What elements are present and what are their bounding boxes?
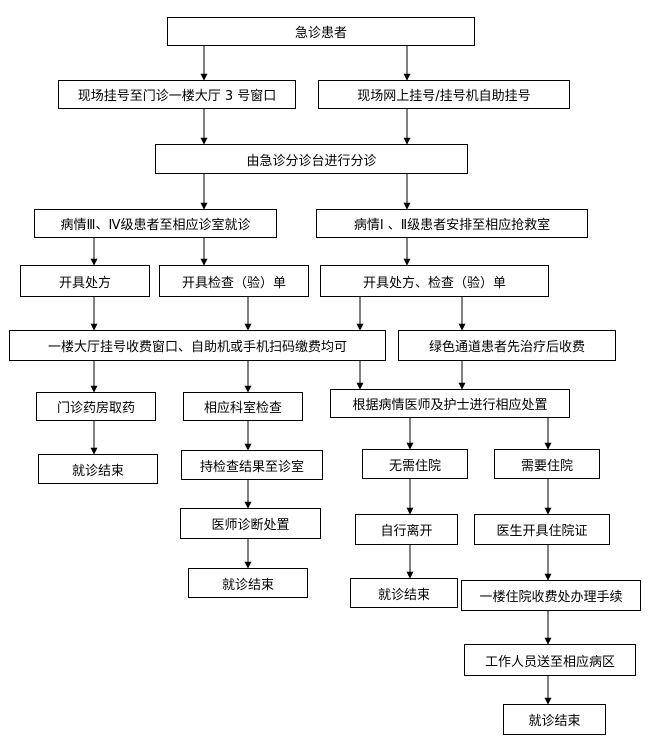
end-node-1: 就诊结束 — [38, 454, 158, 484]
end-node-2: 就诊结束 — [188, 568, 308, 598]
admission-procedure-node: 一楼住院收费处办理手续 — [461, 580, 641, 611]
grade-1-2-node: 病情Ⅰ 、Ⅱ级患者安排至相应抢救室 — [316, 209, 588, 238]
exam-order-node: 开具检查（验）单 — [159, 265, 309, 297]
return-results-node: 持检查结果至诊室 — [181, 450, 323, 480]
staff-transfer-node: 工作人员送至相应病区 — [464, 644, 636, 676]
prescribe-node: 开具处方 — [20, 265, 150, 297]
dept-exam-node: 相应科室检查 — [183, 392, 303, 421]
admission-cert-node: 医生开具住院证 — [474, 514, 610, 545]
prescribe-exam-node: 开具处方、检查（验）单 — [320, 265, 549, 297]
register-online-node: 现场网上挂号/挂号机自助挂号 — [318, 80, 570, 109]
diagnosis-node: 医师诊断处置 — [180, 508, 321, 539]
pharmacy-node: 门诊药房取药 — [36, 392, 156, 421]
no-admission-node: 无需住院 — [362, 449, 468, 479]
green-channel-node: 绿色通道患者先治疗后收费 — [398, 330, 616, 361]
start-node: 急诊患者 — [167, 17, 475, 46]
payment-node: 一楼大厅挂号收费窗口、自助机或手机扫码缴费均可 — [9, 330, 386, 361]
need-admission-node: 需要住院 — [494, 449, 600, 479]
end-node-3: 就诊结束 — [350, 578, 458, 608]
register-window-node: 现场挂号至门诊一楼大厅 3 号窗口 — [58, 80, 296, 109]
grade-3-4-node: 病情Ⅲ、Ⅳ级患者至相应诊室就诊 — [34, 209, 277, 238]
leave-node: 自行离开 — [355, 514, 458, 545]
doctor-nurse-node: 根据病情医师及护士进行相应处置 — [330, 389, 570, 418]
end-node-4: 就诊结束 — [503, 704, 606, 735]
triage-node: 由急诊分诊台进行分诊 — [155, 144, 468, 174]
